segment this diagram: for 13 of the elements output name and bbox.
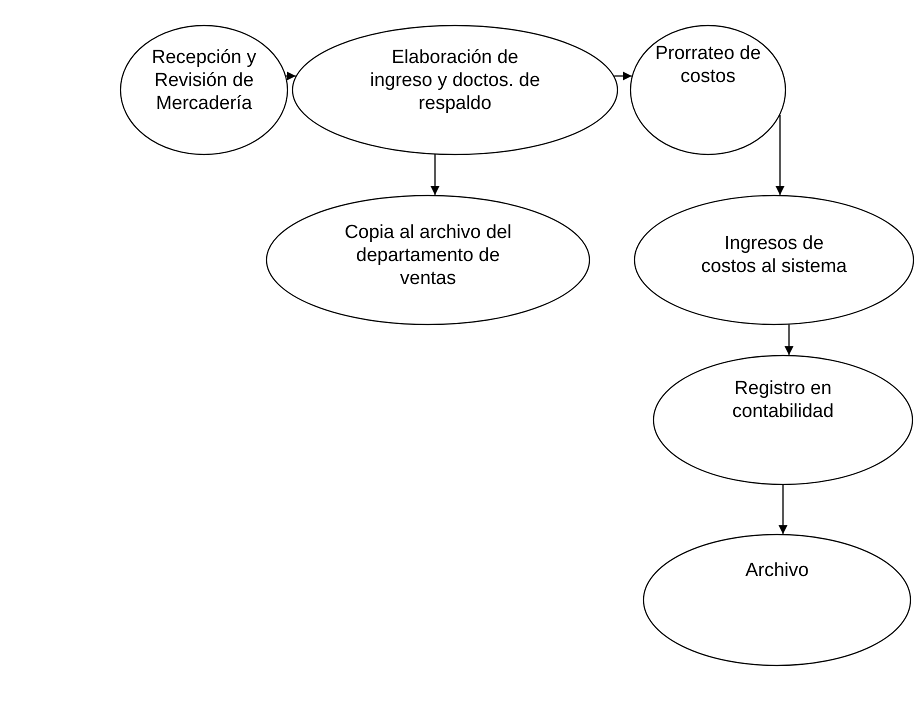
arrow <box>776 115 784 196</box>
step-label: Copia al archivo del departamento de ventas <box>344 220 512 290</box>
arrow <box>430 154 440 196</box>
arrow <box>784 324 794 356</box>
step-label: Registro en contabilidad <box>731 377 835 423</box>
arrow <box>778 485 788 534</box>
arrow <box>614 72 632 80</box>
step-label: Recepción y Revisión de Mercadería <box>150 46 258 114</box>
step-label: Archivo <box>745 558 809 582</box>
arrow <box>286 72 296 80</box>
step-label: Ingresos de costos al sistema <box>700 232 848 278</box>
step-label: Prorrateo de costos <box>654 42 762 88</box>
step-label: Elaboración de ingreso y doctos. de respaldo <box>368 46 542 114</box>
